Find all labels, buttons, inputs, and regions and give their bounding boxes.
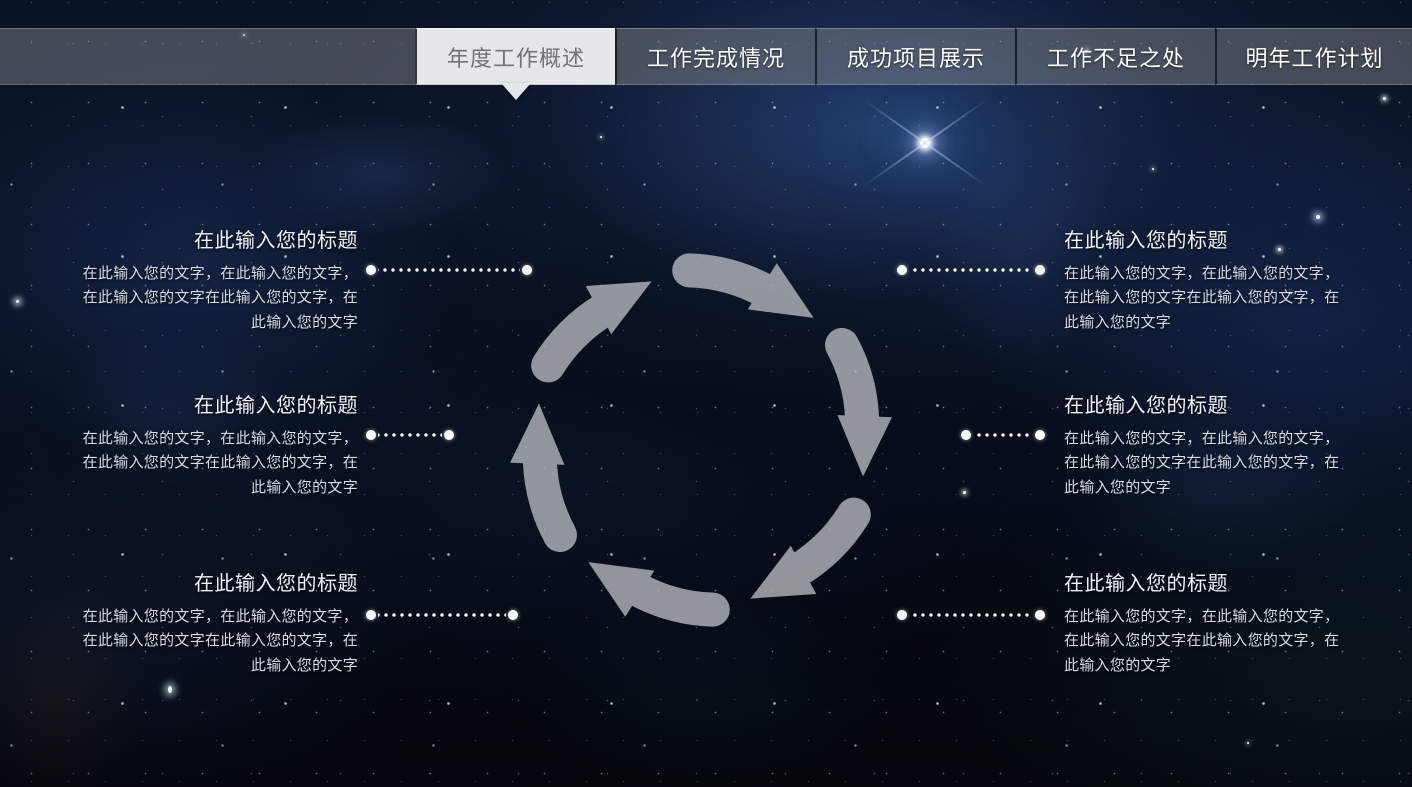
item-body: 在此输入您的文字，在此输入您的文字，在此输入您的文字在此输入您的文字，在此输入您… (1064, 608, 1340, 674)
connector-dot (366, 265, 376, 275)
item-title: 在此输入您的标题 (1064, 573, 1228, 595)
tab-bar-filler (0, 28, 415, 85)
cycle-arrow-5 (588, 520, 712, 652)
connector-dot (522, 265, 532, 275)
text-block-left-2: 在此输入您的标题 在此输入您的文字，在此输入您的文字，在此输入您的文字在此输入您… (68, 393, 358, 500)
tab-successful-projects[interactable]: 成功项目展示 (815, 28, 1015, 85)
connector-dot (366, 610, 376, 620)
tab-label: 年度工作概述 (446, 45, 585, 71)
connector-dotted-line (378, 613, 506, 617)
cycle-arrow-4 (750, 515, 853, 599)
connector-dot (444, 430, 454, 440)
tab-label: 成功项目展示 (846, 45, 985, 71)
tab-work-shortcomings[interactable]: 工作不足之处 (1015, 28, 1215, 85)
cycle-arrow-1 (548, 281, 651, 365)
connector-dot (1035, 610, 1045, 620)
text-block-left-1: 在此输入您的标题 在此输入您的文字，在此输入您的文字，在此输入您的文字在此输入您… (68, 228, 358, 335)
connector-left-2 (366, 430, 454, 440)
connector-dot (897, 610, 907, 620)
tab-label: 工作不足之处 (1046, 45, 1185, 71)
item-title: 在此输入您的标题 (1064, 230, 1228, 252)
tab-annual-work-overview[interactable]: 年度工作概述 (415, 28, 615, 100)
cycle-arrow-group (487, 228, 915, 651)
active-tab-pointer-icon (501, 83, 531, 100)
connector-dot (1035, 265, 1045, 275)
connector-dot (366, 430, 376, 440)
connector-dot (961, 430, 971, 440)
tab-next-year-plan[interactable]: 明年工作计划 (1215, 28, 1412, 85)
connector-dotted-line (909, 268, 1033, 272)
tab-label: 工作完成情况 (646, 45, 785, 71)
item-body: 在此输入您的文字，在此输入您的文字，在此输入您的文字在此输入您的文字，在此输入您… (82, 265, 358, 331)
connector-right-3 (897, 610, 1045, 620)
cycle-arrow-2 (689, 228, 813, 360)
connector-dotted-line (378, 433, 442, 437)
nav-tab-bar: 年度工作概述 工作完成情况 成功项目展示 工作不足之处 明年工作计划 (0, 28, 1412, 100)
text-block-right-2: 在此输入您的标题 在此输入您的文字，在此输入您的文字，在此输入您的文字在此输入您… (1064, 393, 1354, 500)
item-body: 在此输入您的文字，在此输入您的文字，在此输入您的文字在此输入您的文字，在此输入您… (1064, 430, 1340, 496)
item-body: 在此输入您的文字，在此输入您的文字，在此输入您的文字在此输入您的文字，在此输入您… (1064, 265, 1340, 331)
connector-left-3 (366, 610, 518, 620)
text-block-right-3: 在此输入您的标题 在此输入您的文字，在此输入您的文字，在此输入您的文字在此输入您… (1064, 571, 1354, 678)
item-title: 在此输入您的标题 (194, 573, 358, 595)
bright-star-glow (920, 138, 930, 148)
connector-dot (508, 610, 518, 620)
tab-label: 明年工作计划 (1245, 45, 1384, 71)
tab-work-completion-status[interactable]: 工作完成情况 (615, 28, 815, 85)
cycle-arrow-6 (487, 403, 611, 535)
connector-dotted-line (378, 268, 520, 272)
item-body: 在此输入您的文字，在此输入您的文字，在此输入您的文字在此输入您的文字，在此输入您… (82, 430, 358, 496)
connector-left-1 (366, 265, 532, 275)
item-title: 在此输入您的标题 (194, 230, 358, 252)
connector-dotted-line (973, 433, 1033, 437)
text-block-right-1: 在此输入您的标题 在此输入您的文字，在此输入您的文字，在此输入您的文字在此输入您… (1064, 228, 1354, 335)
connector-dotted-line (909, 613, 1033, 617)
item-title: 在此输入您的标题 (194, 395, 358, 417)
text-block-left-3: 在此输入您的标题 在此输入您的文字，在此输入您的文字，在此输入您的文字在此输入您… (68, 571, 358, 678)
item-body: 在此输入您的文字，在此输入您的文字，在此输入您的文字在此输入您的文字，在此输入您… (82, 608, 358, 674)
connector-dot (897, 265, 907, 275)
cycle-arrow-3 (790, 345, 914, 477)
connector-dot (1035, 430, 1045, 440)
cycle-diagram (446, 185, 956, 695)
item-title: 在此输入您的标题 (1064, 395, 1228, 417)
connector-right-2 (961, 430, 1045, 440)
connector-right-1 (897, 265, 1045, 275)
